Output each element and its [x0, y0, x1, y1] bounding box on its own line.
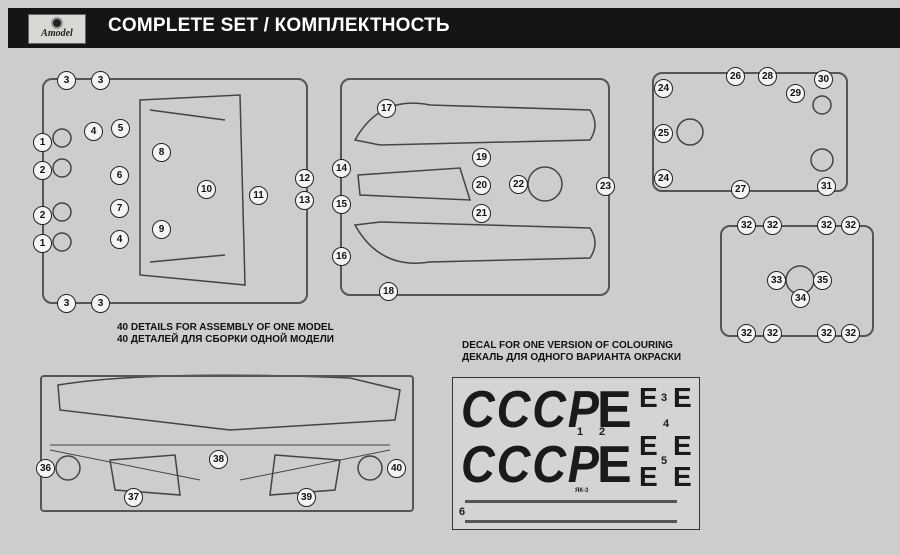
- part-number: 25: [654, 124, 673, 143]
- part-number: 33: [767, 271, 786, 290]
- decal-e: E: [673, 430, 692, 461]
- part-number: 36: [36, 459, 55, 478]
- sprue-e: [40, 375, 414, 512]
- part-number: 1: [33, 133, 52, 152]
- part-number: 24: [654, 79, 673, 98]
- part-number: 32: [841, 324, 860, 343]
- part-number: 3: [57, 294, 76, 313]
- decal-e: E: [639, 382, 658, 413]
- decal-caption-en: DECAL FOR ONE VERSION OF COLOURING: [462, 340, 673, 351]
- part-number: 28: [758, 67, 777, 86]
- decal-aircraft-name: ЯК-3: [575, 488, 589, 494]
- part-number: 4: [84, 122, 103, 141]
- part-number: 8: [152, 143, 171, 162]
- part-number: 30: [814, 70, 833, 89]
- decal-label: 3: [661, 392, 668, 404]
- sprue-a: [42, 78, 308, 304]
- part-number: 16: [332, 247, 351, 266]
- part-number: 26: [726, 67, 745, 86]
- amodel-logo: Amodel: [28, 14, 86, 44]
- fuselage-part: [353, 102, 596, 146]
- part-number: 18: [379, 282, 398, 301]
- part-number: 20: [472, 176, 491, 195]
- header-bar: [8, 8, 900, 48]
- part-number: 3: [57, 71, 76, 90]
- cowling-part: [357, 167, 472, 201]
- part-number: 32: [817, 216, 836, 235]
- part-number: 1: [33, 234, 52, 253]
- decal-caption-ru: ДЕКАЛЬ ДЛЯ ОДНОГО ВАРИАНТА ОКРАСКИ: [462, 352, 682, 363]
- part-number: 31: [817, 177, 836, 196]
- part-number: 32: [737, 324, 756, 343]
- part-number: 17: [377, 99, 396, 118]
- part-number: 24: [654, 169, 673, 188]
- part-number: 35: [813, 271, 832, 290]
- decal-e: E: [639, 461, 658, 492]
- decal-arrow-stripe: [465, 500, 677, 503]
- part-number: 5: [111, 119, 130, 138]
- decal-cccp: CCCP: [461, 381, 601, 439]
- decal-label: 6: [459, 506, 466, 518]
- part-number: 9: [152, 220, 171, 239]
- part-number: 14: [332, 159, 351, 178]
- part-number: 7: [110, 199, 129, 218]
- part-number: 13: [295, 191, 314, 210]
- part-number: 32: [817, 324, 836, 343]
- sprue-d: [720, 225, 874, 337]
- decal-e-large: E: [597, 436, 632, 494]
- part-number: 2: [33, 161, 52, 180]
- sprue-c: [652, 72, 848, 192]
- part-number: 4: [110, 230, 129, 249]
- part-number: 2: [33, 206, 52, 225]
- part-number: 19: [472, 148, 491, 167]
- part-number: 29: [786, 84, 805, 103]
- part-number: 21: [472, 204, 491, 223]
- part-number: 12: [295, 169, 314, 188]
- part-number: 3: [91, 71, 110, 90]
- part-number: 22: [509, 175, 528, 194]
- part-number: 6: [110, 166, 129, 185]
- wing-part: [139, 94, 246, 286]
- parts-caption-ru: 40 ДЕТАЛЕЙ ДЛЯ СБОРКИ ОДНОЙ МОДЕЛИ: [117, 334, 334, 345]
- decal-e: E: [673, 382, 692, 413]
- decal-label: 5: [661, 455, 668, 467]
- part-number: 37: [124, 488, 143, 507]
- decal-arrow-stripe: [465, 520, 677, 523]
- part-number: 32: [841, 216, 860, 235]
- part-number: 32: [737, 216, 756, 235]
- page-title: COMPLETE SET / КОМПЛЕКТНОСТЬ: [108, 15, 450, 36]
- part-number: 32: [763, 216, 782, 235]
- decal-label: 4: [663, 418, 670, 430]
- decal-sheet: CCCP CCCP E E E E E E E E 1 2 3 4 5 6 ЯК…: [452, 377, 700, 530]
- part-number: 38: [209, 450, 228, 469]
- part-number: 15: [332, 195, 351, 214]
- decal-e-large: E: [597, 381, 632, 439]
- decal-label: 1: [577, 426, 584, 438]
- part-number: 3: [91, 294, 110, 313]
- decal-cccp: CCCP: [461, 436, 601, 494]
- part-number: 34: [791, 289, 810, 308]
- part-number: 39: [297, 488, 316, 507]
- parts-caption-en: 40 DETAILS FOR ASSEMBLY OF ONE MODEL: [117, 322, 334, 333]
- part-number: 23: [596, 177, 615, 196]
- decal-e: E: [673, 461, 692, 492]
- decal-e: E: [639, 430, 658, 461]
- part-number: 10: [197, 180, 216, 199]
- part-number: 27: [731, 180, 750, 199]
- part-number: 40: [387, 459, 406, 478]
- part-number: 32: [763, 324, 782, 343]
- decal-label: 2: [599, 426, 606, 438]
- fuselage-part: [353, 221, 596, 264]
- part-number: 11: [249, 186, 268, 205]
